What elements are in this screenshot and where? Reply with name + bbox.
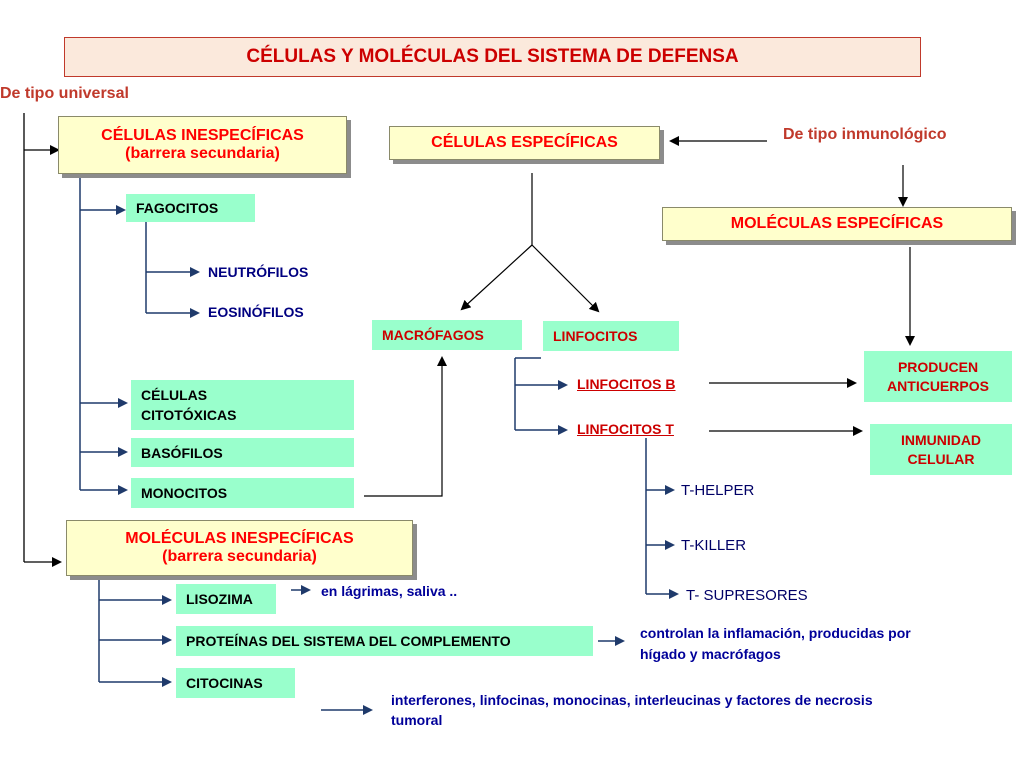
celulas-especificas-label: CÉLULAS ESPECÍFICAS xyxy=(431,134,618,151)
celulas-especificas-split xyxy=(460,136,767,313)
inmunologico-label: De tipo inmunológico xyxy=(783,126,947,143)
fagocitos-box: FAGOCITOS xyxy=(126,194,255,222)
monocitos-box: MONOCITOS xyxy=(131,478,354,508)
neutrofilos-label: NEUTRÓFILOS xyxy=(208,264,309,280)
eosinofilos-label: EOSINÓFILOS xyxy=(208,304,304,320)
inmunidad-celular-box: INMUNIDAD CELULAR xyxy=(870,424,1012,475)
fagocitos-label: FAGOCITOS xyxy=(136,200,219,216)
complemento-note-line1: controlan la inflamación, producidas por xyxy=(640,625,911,641)
lisozima-label: LISOZIMA xyxy=(186,591,253,607)
linfocitos-branches xyxy=(514,357,679,599)
linfocitos-t-label: LINFOCITOS T xyxy=(577,421,674,437)
moleculas-inespecificas-subtitle: (barrera secundaria) xyxy=(162,548,317,565)
moleculas-especificas-connectors xyxy=(709,165,915,436)
t-killer-label: T-KILLER xyxy=(681,537,747,554)
citocinas-box: CITOCINAS xyxy=(176,668,295,698)
t-helper-label: T-HELPER xyxy=(681,482,755,499)
celulas-inespecificas-title: CÉLULAS INESPECÍFICAS xyxy=(101,127,304,144)
moleculas-especificas-label: MOLÉCULAS ESPECÍFICAS xyxy=(730,215,944,232)
complemento-label: PROTEÍNAS DEL SISTEMA DEL COMPLEMENTO xyxy=(186,633,511,649)
celulas-especificas-box: CÉLULAS ESPECÍFICAS xyxy=(389,126,660,160)
basofilos-label: BASÓFILOS xyxy=(141,444,223,461)
celulas-inespecificas-branches xyxy=(79,178,200,495)
inmunidad-line2: CELULAR xyxy=(907,450,975,467)
basofilos-box: BASÓFILOS xyxy=(131,438,354,467)
moleculas-inespecificas-branches xyxy=(98,566,625,715)
universal-label: De tipo universal xyxy=(0,85,129,102)
anticuerpos-line1: PRODUCEN xyxy=(897,358,979,375)
lisozima-box: LISOZIMA xyxy=(176,584,276,614)
complemento-note-line2: hígado y macrófagos xyxy=(640,646,781,662)
moleculas-especificas-box: MOLÉCULAS ESPECÍFICAS xyxy=(662,207,1012,241)
macrofagos-label: MACRÓFAGOS xyxy=(382,327,484,343)
citocinas-note-line1: interferones, linfocinas, monocinas, int… xyxy=(391,692,873,708)
linfocitos-box: LINFOCITOS xyxy=(543,321,679,351)
citocinas-label: CITOCINAS xyxy=(186,675,263,691)
complemento-box: PROTEÍNAS DEL SISTEMA DEL COMPLEMENTO xyxy=(176,626,593,656)
celulas-inespecificas-subtitle: (barrera secundaria) xyxy=(125,145,280,162)
t-supresores-label: T- SUPRESORES xyxy=(686,587,808,604)
linfocitos-label: LINFOCITOS xyxy=(553,328,638,344)
monocitos-label: MONOCITOS xyxy=(141,485,228,501)
citotoxicas-line2: CITOTÓXICAS xyxy=(141,407,237,423)
linfocitos-b-label: LINFOCITOS B xyxy=(577,376,676,392)
inmunidad-line1: INMUNIDAD xyxy=(900,431,982,448)
anticuerpos-line2: ANTICUERPOS xyxy=(887,377,989,394)
macrofagos-box: MACRÓFAGOS xyxy=(372,320,522,350)
monocitos-to-macrofagos xyxy=(364,356,447,497)
celulas-inespecificas-box: CÉLULAS INESPECÍFICAS (barrera secundari… xyxy=(58,116,347,174)
citotoxicas-box: CÉLULAS CITOTÓXICAS xyxy=(131,380,354,430)
anticuerpos-box: PRODUCEN ANTICUERPOS xyxy=(864,351,1012,402)
universal-bracket xyxy=(23,113,62,567)
moleculas-inespecificas-title: MOLÉCULAS INESPECÍFICAS xyxy=(125,530,354,547)
moleculas-inespecificas-box: MOLÉCULAS INESPECÍFICAS (barrera secunda… xyxy=(66,520,413,576)
citotoxicas-line1: CÉLULAS xyxy=(141,387,208,403)
diagram-title: CÉLULAS Y MOLÉCULAS DEL SISTEMA DE DEFEN… xyxy=(64,37,921,77)
lisozima-note: en lágrimas, saliva .. xyxy=(321,583,458,599)
citocinas-note-line2: tumoral xyxy=(391,712,443,728)
